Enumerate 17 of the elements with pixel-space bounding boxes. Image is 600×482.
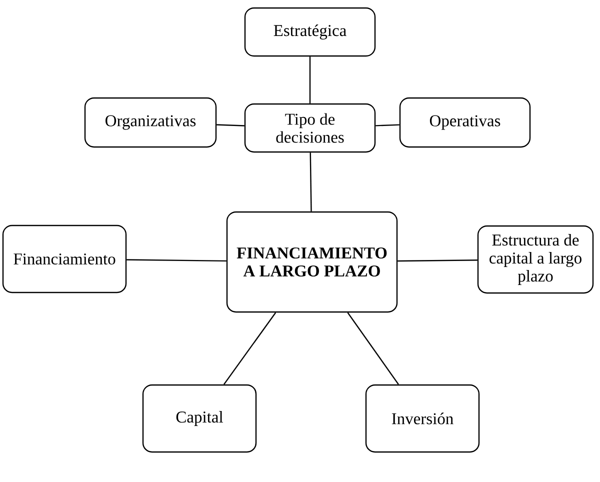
concept-box: Estructura de capital a largo plazo [477, 225, 594, 294]
connector-line [376, 124, 400, 126]
connector-line [310, 152, 312, 212]
concept-box: Financiamiento [2, 224, 127, 294]
connector-line [309, 56, 311, 104]
connector-line [347, 312, 399, 385]
connector-line [398, 260, 478, 262]
concept-box: Inversión [365, 384, 480, 453]
concept-box: Tipo de decisiones [244, 103, 376, 153]
concept-box: Organizativas [84, 97, 217, 148]
connector-line [216, 124, 244, 126]
concept-box: Capital [142, 384, 257, 453]
connector-line [223, 312, 276, 385]
concept-box: Operativas [399, 97, 531, 148]
connector-line [126, 259, 226, 262]
concept-box: Estratégica [244, 7, 376, 57]
central-concept-box: FINANCIAMIENTO A LARGO PLAZO [226, 211, 398, 313]
